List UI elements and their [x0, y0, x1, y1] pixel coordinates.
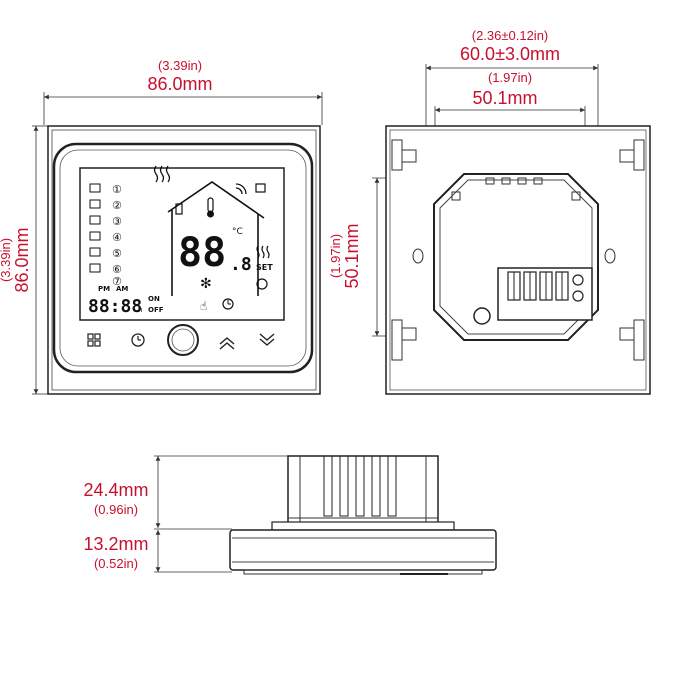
- depth-mm: 24.4mm: [83, 480, 148, 500]
- lock-icon: [255, 183, 266, 193]
- power-button[interactable]: [167, 324, 199, 356]
- house-icon: [167, 181, 265, 296]
- back-view: (2.36±0.12in) 60.0±3.0mm (1.97in) 50.1mm…: [328, 28, 651, 395]
- power-icon: [167, 324, 199, 356]
- program-number: ①: [112, 183, 122, 196]
- clock-button[interactable]: [131, 333, 145, 347]
- front-height-in: (3.39in): [0, 238, 13, 282]
- snowflake-icon: ✻: [200, 276, 212, 292]
- front-height-mm: 86.0mm: [12, 227, 32, 292]
- program-number: ⑥: [112, 263, 122, 276]
- thermometer-icon: [207, 197, 214, 218]
- side-back-box: [287, 455, 439, 527]
- terminal-block: [497, 267, 593, 321]
- pm-label: PM: [98, 285, 110, 293]
- side-front-panel: [229, 529, 497, 571]
- program-number: ⑦: [112, 275, 122, 288]
- depth-in: (0.96in): [94, 502, 138, 517]
- program-number: ②: [112, 199, 122, 212]
- manual-icon: ☝: [200, 299, 207, 313]
- side-flange: [271, 521, 455, 531]
- back-outer-in: (2.36±0.12in): [472, 28, 549, 43]
- front-width-mm: 86.0mm: [147, 74, 212, 94]
- program-number: ⑤: [112, 247, 122, 260]
- program-number: ③: [112, 215, 122, 228]
- front-view: (3.39in) 86.0mm (3.39in) 86.0mm ①: [0, 58, 323, 395]
- heating-icon: [256, 245, 270, 259]
- chevron-down-icon[interactable]: [259, 333, 275, 346]
- side-view: 24.4mm (0.96in) 13.2mm (0.52in): [83, 455, 497, 575]
- front-width-in: (3.39in): [158, 58, 202, 73]
- front-frame-inner: [51, 129, 317, 391]
- panel-in: (0.52in): [94, 556, 138, 571]
- temperature-digits: 88: [178, 230, 226, 276]
- hour-suffix: h: [138, 306, 142, 314]
- menu-icon: [87, 333, 94, 340]
- set-label: SET: [256, 263, 273, 272]
- wifi-icon: [235, 183, 247, 195]
- temperature-unit: °C: [232, 227, 243, 237]
- chevron-up-icon[interactable]: [219, 337, 235, 350]
- am-label: AM: [116, 285, 128, 293]
- clock-icon: [131, 333, 145, 347]
- off-label: OFF: [148, 306, 164, 314]
- on-label: ON: [148, 295, 160, 303]
- back-height-in: (1.97in): [328, 234, 343, 278]
- lcd-screen: [79, 167, 285, 321]
- back-outer-mm: 60.0±3.0mm: [460, 44, 560, 64]
- panel-mm: 13.2mm: [83, 534, 148, 554]
- temperature-decimal: .8: [230, 254, 252, 275]
- clock-digits: 88:88: [88, 296, 142, 317]
- screw-hole: [473, 307, 491, 325]
- back-height-mm: 50.1mm: [342, 223, 362, 288]
- menu-button[interactable]: [87, 333, 101, 347]
- schedule-icon: [222, 298, 234, 310]
- back-inner-mm: 50.1mm: [472, 88, 537, 108]
- back-inner-in: (1.97in): [488, 70, 532, 85]
- heat-wave-icon: [153, 165, 171, 183]
- program-list: ① ② ③ ④ ⑤ ⑥ ⑦: [89, 183, 122, 288]
- eco-icon: [256, 278, 268, 290]
- program-number: ④: [112, 231, 122, 244]
